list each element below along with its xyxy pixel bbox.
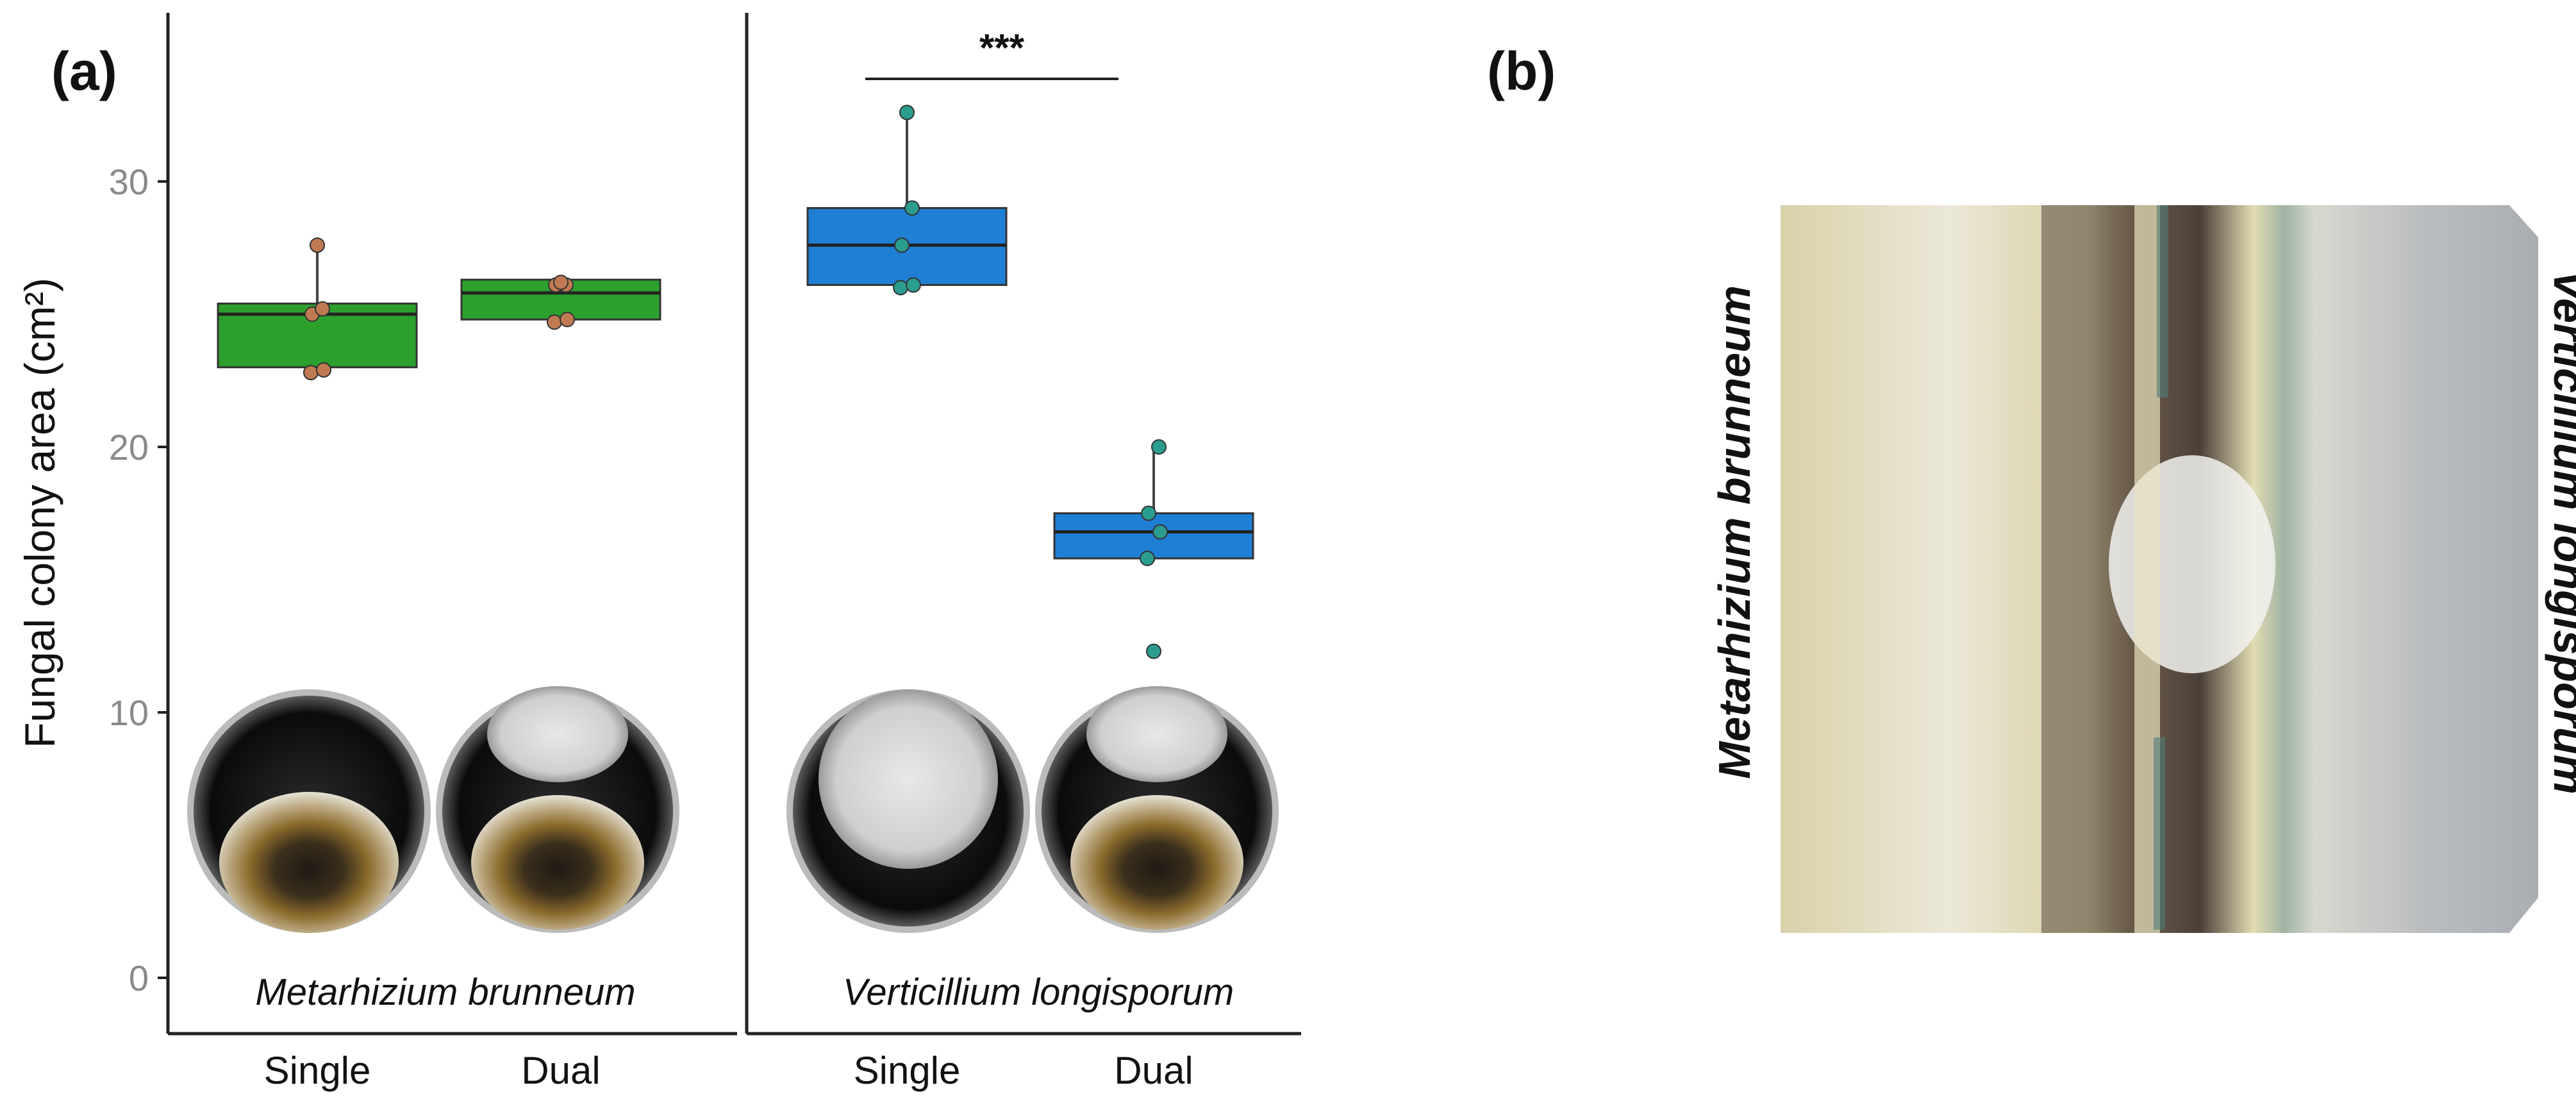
dish-verticillium-single bbox=[786, 689, 1030, 933]
panel-label-b: (b) bbox=[1487, 41, 1556, 101]
y-axis-title: Fungal colony area (cm²) bbox=[16, 278, 63, 748]
box-1-0-point-1 bbox=[906, 277, 921, 293]
box-0-1-point-0 bbox=[547, 314, 562, 330]
box-0-0-point-3 bbox=[315, 301, 330, 317]
dish-verticillium-dual bbox=[1035, 686, 1279, 933]
species-label-metarhizium: Metarhizium brunneum bbox=[255, 971, 635, 1013]
y-ticks: 0 10 20 30 bbox=[109, 162, 168, 998]
y-tick-label-20: 20 bbox=[109, 427, 149, 467]
box-1-1-point-3 bbox=[1151, 439, 1167, 455]
category-label-metarhizium-single: Single bbox=[264, 1049, 371, 1092]
category-label-verticillium-dual: Dual bbox=[1114, 1049, 1193, 1092]
box-0-1-point-4 bbox=[553, 274, 569, 290]
category-label-metarhizium-dual: Dual bbox=[521, 1049, 600, 1092]
box-1-1-point-2 bbox=[1141, 505, 1156, 521]
box-1-1-point-1 bbox=[1152, 524, 1168, 540]
y-tick-label-30: 30 bbox=[109, 162, 149, 202]
box-0-0-point-4 bbox=[310, 237, 325, 253]
box-1-0-point-4 bbox=[899, 105, 915, 121]
category-label-verticillium-single: Single bbox=[854, 1049, 961, 1092]
box-0-0-point-0 bbox=[303, 365, 319, 381]
photo-b bbox=[1781, 205, 2538, 933]
box-0-1-point-1 bbox=[560, 312, 575, 328]
box-1-0-point-2 bbox=[894, 237, 910, 253]
significance-label: *** bbox=[979, 26, 1025, 69]
box-1-0-point-3 bbox=[904, 200, 920, 216]
y-tick-label-0: 0 bbox=[129, 958, 149, 998]
dish-metarhizium-dual bbox=[436, 686, 679, 933]
dish-metarhizium-single bbox=[187, 689, 431, 933]
box-1-1-point-0 bbox=[1140, 550, 1155, 566]
species-label-verticillium: Verticillium longisporum bbox=[843, 971, 1234, 1013]
box-plots bbox=[217, 105, 1254, 659]
panel-label-a: (a) bbox=[51, 41, 117, 101]
box-1-0-point-0 bbox=[893, 280, 908, 296]
y-tick-label-10: 10 bbox=[109, 692, 149, 733]
box-1-1-point-4 bbox=[1146, 643, 1161, 659]
box-0-0-point-1 bbox=[316, 362, 331, 378]
photo-label-verticillium: Verticillium longisporum bbox=[2545, 270, 2576, 794]
photo-label-metarhizium: Metarhizium brunneum bbox=[1709, 285, 1759, 779]
